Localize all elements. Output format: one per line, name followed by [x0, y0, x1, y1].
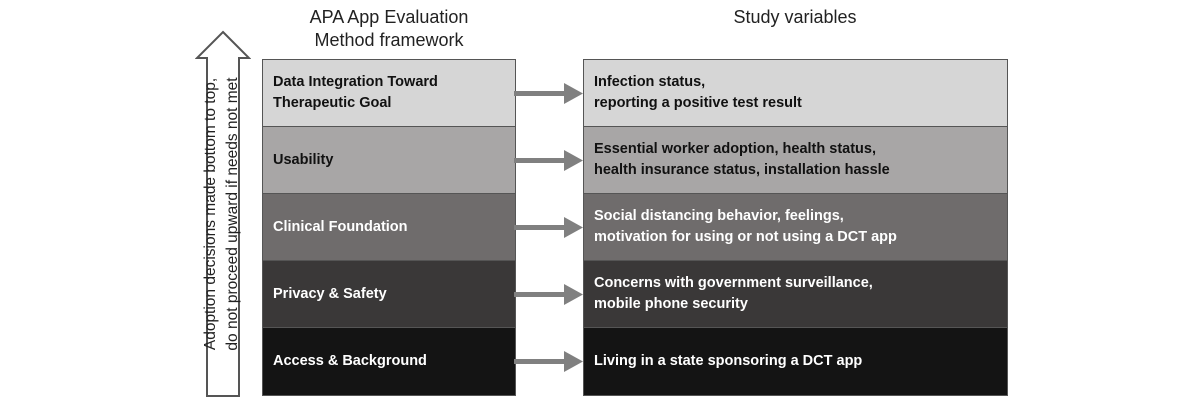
level-label: Therapeutic Goal [273, 95, 392, 111]
level-label: Data Integration Toward [273, 74, 438, 90]
framework-header-line-2: Method framework [314, 30, 464, 50]
variables-row: Living in a state sponsoring a DCT app [584, 328, 1007, 395]
variable-text: motivation for using or not using a DCT … [594, 229, 897, 245]
variables-header: Study variables [583, 6, 1007, 29]
right-arrow-icon [514, 217, 583, 238]
variables-row: Concerns with government surveillance, m… [584, 261, 1007, 328]
framework-header-line-1: APA App Evaluation [309, 7, 469, 27]
variable-text: reporting a positive test result [594, 95, 802, 111]
level-privacy-safety: Privacy & Safety [263, 261, 515, 328]
variables-header-text: Study variables [733, 7, 857, 27]
level-usability: Usability [263, 127, 515, 194]
adoption-decision-note: Adoption decisions made bottom to top, d… [200, 44, 244, 384]
variable-text: Infection status, [594, 74, 706, 90]
variables-row: Infection status, reporting a positive t… [584, 60, 1007, 127]
variables-row: Essential worker adoption, health status… [584, 127, 1007, 194]
right-arrow-icon [514, 83, 583, 104]
up-arrow-icon [195, 30, 251, 397]
level-clinical-foundation: Clinical Foundation [263, 194, 515, 261]
level-data-integration: Data Integration Toward Therapeutic Goal [263, 60, 515, 127]
variable-text: health insurance status, installation ha… [594, 162, 890, 178]
right-arrow-icon [514, 351, 583, 372]
right-arrow-icon [514, 284, 583, 305]
variable-text: Living in a state sponsoring a DCT app [594, 353, 863, 369]
level-label: Usability [273, 151, 334, 168]
variables-row: Social distancing behavior, feelings, mo… [584, 194, 1007, 261]
connector-arrows [514, 83, 583, 372]
level-label: Access & Background [273, 353, 427, 369]
framework-levels: Data Integration Toward Therapeutic Goal… [262, 59, 516, 396]
level-label: Clinical Foundation [273, 218, 408, 235]
adoption-note-line-2: do not proceed upward if needs not met [224, 77, 241, 351]
variable-text: Concerns with government surveillance, [594, 275, 873, 291]
variable-text: Social distancing behavior, feelings, [594, 208, 844, 224]
framework-header: APA App Evaluation Method framework [260, 6, 518, 52]
variable-text: Essential worker adoption, health status… [594, 141, 877, 157]
level-label: Privacy & Safety [273, 285, 387, 302]
variable-text: mobile phone security [594, 296, 748, 312]
adoption-note-line-1: Adoption decisions made bottom to top, [202, 77, 219, 351]
right-arrow-icon [514, 150, 583, 171]
level-access-background: Access & Background [263, 328, 515, 395]
study-variables: Infection status, reporting a positive t… [583, 59, 1008, 396]
